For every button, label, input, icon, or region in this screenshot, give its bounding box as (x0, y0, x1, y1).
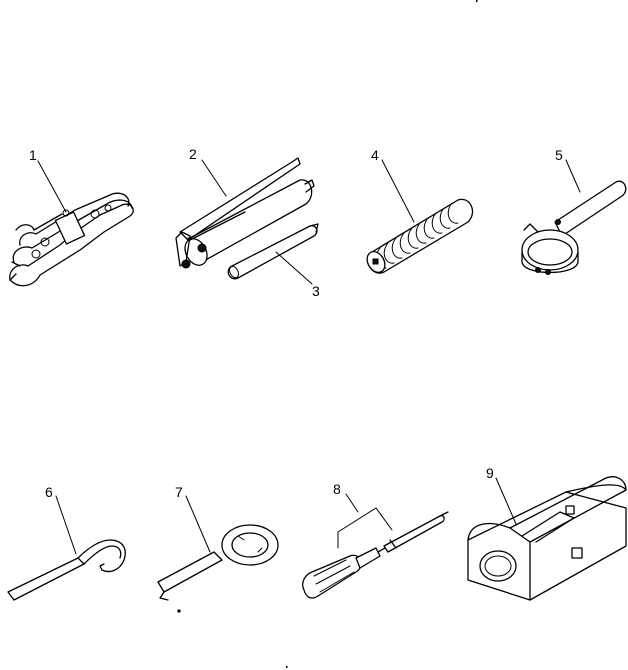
screwdriver-icon (302, 511, 449, 599)
filter-wrench-icon (521, 180, 627, 275)
part-number-3: 3 (312, 283, 320, 299)
part-number-8: 8 (333, 481, 341, 497)
part-number-1: 1 (29, 147, 37, 163)
wrench-set-icon (9, 192, 134, 287)
part-number-9: 9 (486, 465, 494, 481)
grease-gun-nozzle-icon (227, 223, 319, 280)
ring-spanner-icon (157, 524, 279, 613)
part-number-7: 7 (175, 484, 183, 500)
grease-gun-icon (175, 157, 315, 269)
stray-mark (286, 666, 288, 668)
part-number-2: 2 (189, 146, 197, 162)
tool-box-icon (467, 476, 627, 601)
hook-spanner-icon (7, 539, 126, 601)
coil-spring-icon (366, 198, 474, 274)
stray-mark (476, 0, 478, 2)
part-number-4: 4 (371, 147, 379, 163)
part-number-5: 5 (555, 147, 563, 163)
part-number-6: 6 (45, 484, 53, 500)
